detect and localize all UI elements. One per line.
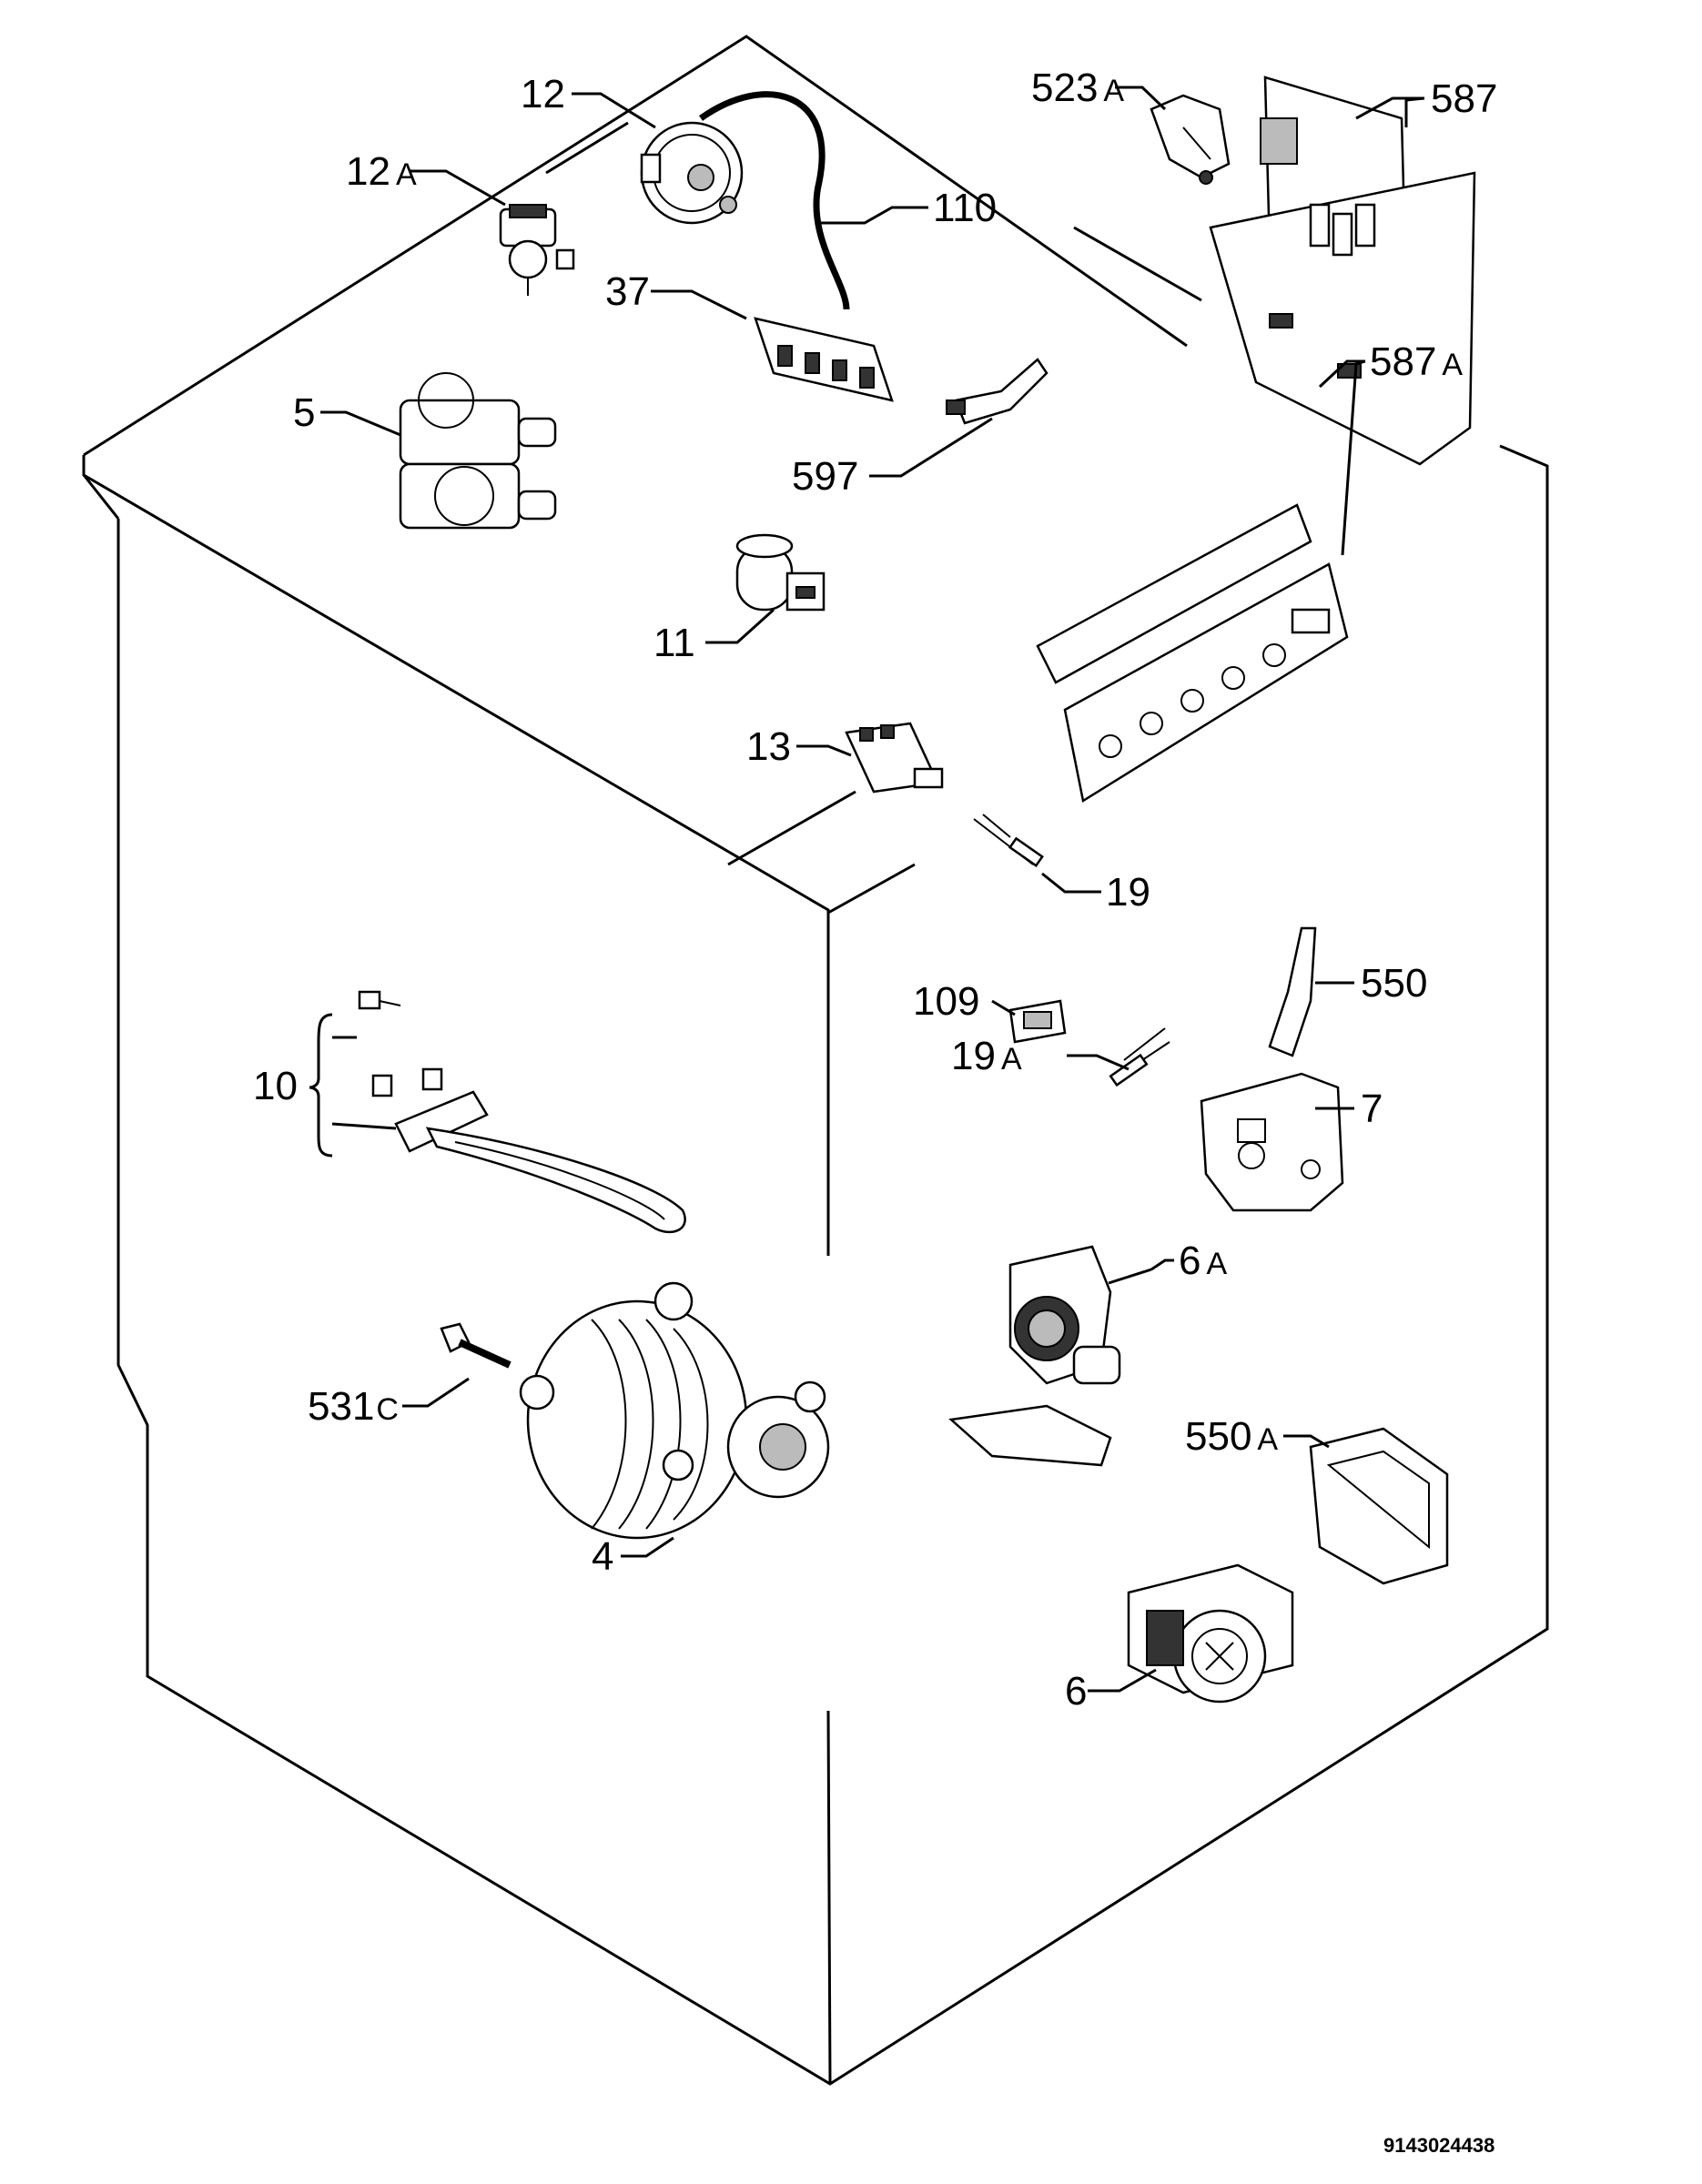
pressure-switch-drawing bbox=[640, 121, 744, 225]
label-11: 11 bbox=[653, 621, 695, 665]
label-19: 19 bbox=[1106, 870, 1150, 915]
pressure-hose-drawing bbox=[698, 91, 850, 310]
connector-drawing bbox=[845, 722, 944, 794]
clamp-drawing bbox=[1008, 999, 1067, 1044]
user-interface-board-drawing bbox=[1036, 503, 1349, 804]
label-37: 37 bbox=[605, 269, 650, 314]
heating-element-drawing bbox=[358, 990, 686, 1234]
leader-lines bbox=[309, 86, 1425, 1693]
label-110: 110 bbox=[933, 186, 997, 230]
terminal-block-drawing bbox=[754, 317, 894, 402]
label-587: 587 bbox=[1431, 76, 1497, 121]
clip-drawing bbox=[946, 358, 1049, 425]
label-10: 10 bbox=[253, 1064, 298, 1108]
label-7: 7 bbox=[1361, 1087, 1383, 1131]
capacitor-drawing bbox=[735, 533, 826, 612]
label-13: 13 bbox=[746, 724, 791, 769]
label-4: 4 bbox=[592, 1534, 613, 1579]
motor-drawing bbox=[519, 1281, 830, 1540]
main-control-board-drawing bbox=[1209, 76, 1476, 466]
label-12: 12 bbox=[521, 72, 565, 116]
drawing-code: 9143024438 bbox=[1383, 2134, 1494, 2157]
label-550: 550 bbox=[1361, 961, 1427, 1006]
label-531c: 531C bbox=[308, 1384, 399, 1429]
cabinet-outline bbox=[82, 35, 1549, 2086]
pump-motor-drawing bbox=[1127, 1563, 1294, 1704]
pressure-switch-small-drawing bbox=[499, 204, 575, 296]
cover-drawing bbox=[1309, 1427, 1449, 1585]
solenoid-valve-drawing bbox=[399, 372, 557, 530]
label-5: 5 bbox=[293, 390, 315, 435]
thermistor-drawing bbox=[973, 814, 1044, 867]
sensor-drawing bbox=[1109, 1027, 1170, 1087]
label-109: 109 bbox=[913, 979, 979, 1024]
label-597: 597 bbox=[792, 454, 858, 499]
screw-drawing bbox=[440, 1322, 512, 1369]
drain-pump-assembly-drawing bbox=[948, 1245, 1121, 1467]
label-6: 6 bbox=[1065, 1669, 1087, 1714]
harness-connector-drawing bbox=[1150, 94, 1231, 185]
door-lock-drawing bbox=[1200, 926, 1344, 1212]
